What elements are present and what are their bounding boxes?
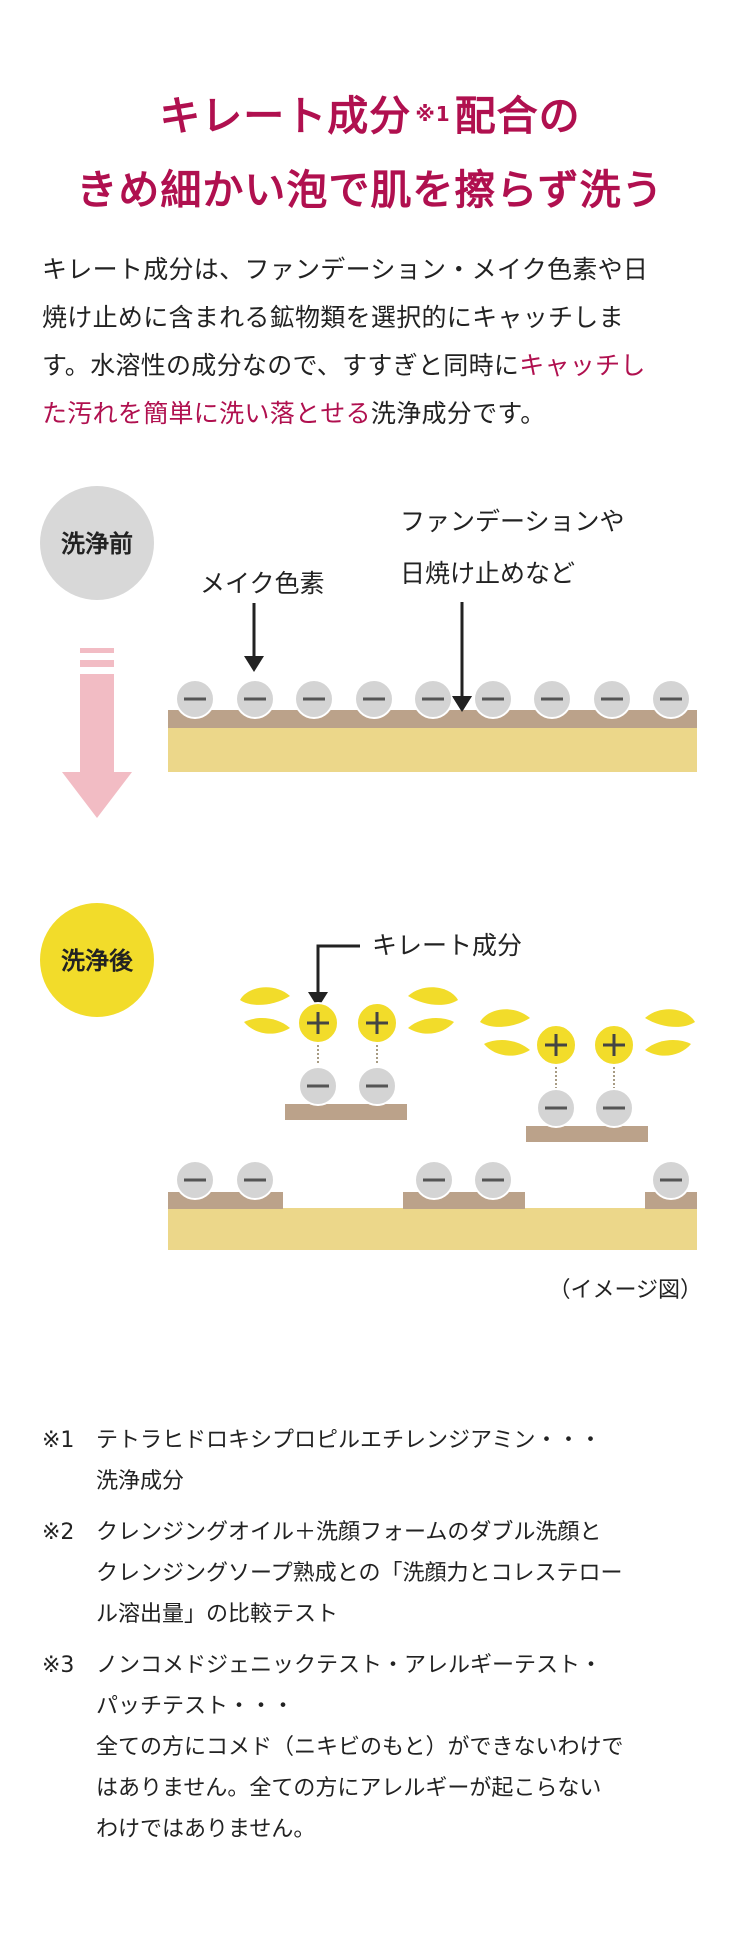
description-line-4-highlight: た汚れを簡単に洗い落とせる bbox=[42, 399, 371, 428]
image-note: （イメージ図） bbox=[548, 1278, 702, 1303]
footnote-2: ※2 クレンジングオイル＋洗顔フォームのダブル洗顔と クレンジングソープ熟成との… bbox=[42, 1512, 712, 1635]
flow-arrow-stripe-2 bbox=[80, 660, 114, 667]
minus-particle bbox=[414, 1160, 454, 1200]
cleansing-diagram: 洗浄前 メイク色素 ファンデーションや 日焼け止めなど 洗浄後 キレート成分 bbox=[40, 486, 697, 1250]
minus-particle bbox=[294, 679, 334, 719]
minus-particle bbox=[651, 679, 691, 719]
flow-arrow-shaft bbox=[80, 674, 114, 774]
plus-particle bbox=[593, 1024, 635, 1066]
headline-line-1: キレート成分※1配合の bbox=[0, 86, 740, 146]
makeup-pigment-label: メイク色素 bbox=[200, 569, 325, 598]
footnote-1-line-2: 洗浄成分 bbox=[96, 1469, 185, 1494]
minus-particle bbox=[175, 679, 215, 719]
flow-arrow-head bbox=[62, 772, 132, 818]
lifted-dirt-group-1 bbox=[240, 987, 458, 1120]
headline-line-2: きめ細かい泡で肌を擦らず洗う bbox=[76, 166, 664, 214]
footnote-2-line-3: ル溶出量」の比較テスト bbox=[96, 1602, 339, 1627]
before-skin-base bbox=[168, 726, 697, 772]
after-circle bbox=[40, 903, 154, 1017]
description-line-2: 焼け止めに含まれる鉱物類を選択的にキャッチしま bbox=[42, 303, 624, 332]
after-remaining-particles bbox=[175, 1160, 691, 1200]
foundation-label-line-2: 日焼け止めなど bbox=[400, 559, 575, 588]
foundation-label-line-1: ファンデーションや bbox=[400, 507, 625, 536]
footnote-3-line-2: パッチテスト・・・ bbox=[96, 1694, 295, 1719]
footnote-1-line-1: テトラヒドロキシプロピルエチレンジアミン・・・ bbox=[96, 1428, 602, 1453]
plus-particle bbox=[297, 1002, 339, 1044]
footnote-3-mark: ※3 bbox=[42, 1653, 75, 1678]
drop-left-icon bbox=[480, 1009, 530, 1056]
minus-particle bbox=[651, 1160, 691, 1200]
before-skin-top bbox=[168, 710, 697, 728]
footnote-1: ※1 テトラヒドロキシプロピルエチレンジアミン・・・ 洗浄成分 bbox=[42, 1420, 712, 1502]
minus-particle bbox=[536, 1088, 576, 1128]
lifted-skin-piece-2 bbox=[526, 1126, 648, 1142]
description-line-1: キレート成分は、ファンデーション・メイク色素や日 bbox=[42, 255, 649, 284]
after-skin-top-3 bbox=[645, 1192, 697, 1209]
before-label: 洗浄前 bbox=[61, 530, 133, 558]
minus-particle bbox=[592, 679, 632, 719]
minus-particle bbox=[354, 679, 394, 719]
chelate-pointer-head bbox=[308, 992, 328, 1008]
lifted-skin-piece-1 bbox=[285, 1104, 407, 1120]
footnote-2-line-2: クレンジングソープ熟成との「洗顔力とコレステロー bbox=[96, 1561, 623, 1586]
minus-particle bbox=[357, 1066, 397, 1106]
minus-particle bbox=[532, 679, 572, 719]
after-label: 洗浄後 bbox=[61, 947, 134, 975]
after-skin-base bbox=[168, 1208, 697, 1250]
minus-particle bbox=[175, 1160, 215, 1200]
flow-arrow-stripe-1 bbox=[80, 648, 114, 653]
description-line-3-highlight: キャッチし bbox=[519, 351, 646, 380]
minus-particle bbox=[235, 679, 275, 719]
footnote-3-line-5: わけではありません。 bbox=[96, 1817, 316, 1842]
lifted-dirt-group-2 bbox=[480, 1009, 695, 1142]
drop-right-icon bbox=[408, 987, 458, 1034]
minus-particle bbox=[594, 1088, 634, 1128]
headline-combination: 配合の bbox=[454, 92, 581, 140]
drop-right-icon bbox=[645, 1009, 695, 1056]
minus-particle bbox=[473, 679, 513, 719]
minus-particle bbox=[413, 679, 453, 719]
minus-particle bbox=[235, 1160, 275, 1200]
before-circle bbox=[40, 486, 154, 600]
description-line-4-plain: 洗浄成分です。 bbox=[370, 399, 546, 428]
makeup-pigment-arrowhead bbox=[244, 656, 264, 672]
headline-footnote-mark: ※1 bbox=[415, 102, 451, 126]
minus-particle bbox=[473, 1160, 513, 1200]
minus-particle bbox=[298, 1066, 338, 1106]
footnote-2-mark: ※2 bbox=[42, 1520, 75, 1545]
chelate-label: キレート成分 bbox=[372, 931, 522, 960]
footnote-1-mark: ※1 bbox=[42, 1428, 75, 1453]
footnote-3-line-3: 全ての方にコメド（ニキビのもと）ができないわけで bbox=[96, 1735, 624, 1760]
description: キレート成分は、ファンデーション・メイク色素や日 焼け止めに含まれる鉱物類を選択… bbox=[42, 246, 702, 438]
plus-particle bbox=[535, 1024, 577, 1066]
plus-particle bbox=[356, 1002, 398, 1044]
footnote-3: ※3 ノンコメドジェニックテスト・アレルギーテスト・ パッチテスト・・・ 全ての… bbox=[42, 1645, 712, 1850]
footnote-3-line-4: はありません。全ての方にアレルギーが起こらない bbox=[96, 1776, 602, 1801]
description-line-4: た汚れを簡単に洗い落とせる洗浄成分です。 bbox=[42, 390, 702, 438]
chelate-pointer bbox=[316, 944, 360, 994]
description-line-3-plain: す。水溶性の成分なので、すすぎと同時に bbox=[42, 351, 520, 380]
headline-chelate: キレート成分 bbox=[159, 92, 412, 140]
before-particles bbox=[175, 679, 691, 719]
drop-left-icon bbox=[240, 987, 290, 1034]
footnote-2-line-1: クレンジングオイル＋洗顔フォームのダブル洗顔と bbox=[96, 1520, 602, 1545]
footnote-3-line-1: ノンコメドジェニックテスト・アレルギーテスト・ bbox=[96, 1653, 603, 1678]
footnotes: ※1 テトラヒドロキシプロピルエチレンジアミン・・・ 洗浄成分 ※2 クレンジン… bbox=[42, 1420, 712, 1860]
foundation-arrowhead-front bbox=[452, 696, 472, 712]
description-line-3: す。水溶性の成分なので、すすぎと同時にキャッチし bbox=[42, 342, 702, 390]
